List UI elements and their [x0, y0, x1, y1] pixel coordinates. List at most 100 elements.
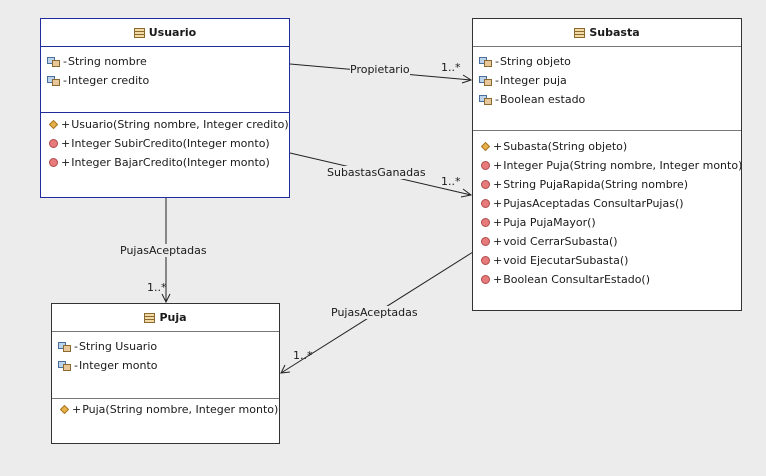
mult-label-subastas-ganadas: 1..* — [441, 175, 461, 188]
assoc-label-usuario-pujas: PujasAceptadas — [120, 244, 207, 257]
visibility-marker: - — [495, 55, 499, 68]
method-icon — [481, 218, 490, 227]
class-subasta-attributes: -String objeto-Integer puja-Boolean esta… — [473, 47, 741, 131]
class-puja-header[interactable]: Puja — [52, 304, 279, 332]
attribute-row[interactable]: -Integer credito — [47, 71, 289, 90]
class-usuario[interactable]: Usuario -String nombre-Integer credito +… — [40, 18, 290, 198]
constructor-icon — [481, 142, 490, 151]
class-subasta-header[interactable]: Subasta — [473, 19, 741, 47]
operation-text: Puja PujaMayor() — [503, 216, 596, 229]
method-icon — [481, 256, 490, 265]
attribute-text: Integer monto — [78, 359, 158, 372]
operation-row[interactable]: +Integer Puja(String nombre, Integer mon… — [481, 156, 743, 175]
constructor-icon — [60, 405, 69, 414]
visibility-marker: - — [495, 74, 499, 87]
operation-row[interactable]: +void CerrarSubasta() — [481, 232, 741, 251]
operation-row[interactable]: +Boolean ConsultarEstado() — [481, 270, 741, 289]
method-icon — [49, 139, 58, 148]
mult-label-propietario: 1..* — [441, 61, 461, 74]
visibility-marker: - — [495, 93, 499, 106]
attribute-text: Boolean estado — [499, 93, 586, 106]
operation-text: Integer SubirCredito(Integer monto) — [71, 137, 270, 150]
visibility-marker: + — [493, 254, 503, 267]
arrowhead-usuario-pujas — [161, 293, 171, 304]
class-icon — [133, 27, 145, 38]
operation-text: String PujaRapida(String nombre) — [503, 178, 689, 191]
attribute-icon — [479, 56, 492, 67]
method-icon — [481, 161, 490, 170]
method-icon — [481, 180, 490, 189]
class-puja-operations: +Puja(String nombre, Integer monto) — [52, 399, 279, 419]
class-usuario-attributes: -String nombre-Integer credito — [41, 47, 289, 113]
attribute-icon — [479, 75, 492, 86]
visibility-marker: - — [63, 74, 67, 87]
operation-text: Usuario(String nombre, Integer credito) — [71, 118, 289, 131]
operation-text: Puja(String nombre, Integer monto) — [82, 403, 279, 416]
operation-row[interactable]: +Integer SubirCredito(Integer monto) — [49, 134, 289, 153]
visibility-marker: - — [74, 340, 78, 353]
attribute-row[interactable]: -Boolean estado — [479, 90, 741, 109]
visibility-marker: + — [493, 273, 503, 286]
visibility-marker: + — [493, 235, 503, 248]
operation-row[interactable]: +Puja(String nombre, Integer monto) — [60, 400, 279, 419]
operation-text: Integer Puja(String nombre, Integer mont… — [503, 159, 743, 172]
visibility-marker: + — [493, 216, 503, 229]
mult-label-subasta-pujas: 1..* — [293, 349, 313, 362]
class-puja[interactable]: Puja -String Usuario-Integer monto +Puja… — [51, 303, 280, 444]
attribute-row[interactable]: -String Usuario — [58, 337, 279, 356]
operation-row[interactable]: +String PujaRapida(String nombre) — [481, 175, 741, 194]
attribute-icon — [479, 94, 492, 105]
class-subasta-name: Subasta — [589, 26, 640, 39]
method-icon — [481, 275, 490, 284]
visibility-marker: + — [72, 403, 82, 416]
attribute-row[interactable]: -String objeto — [479, 52, 741, 71]
operation-row[interactable]: +Subasta(String objeto) — [481, 137, 741, 156]
visibility-marker: - — [63, 55, 67, 68]
attribute-text: String Usuario — [78, 340, 158, 353]
method-icon — [481, 237, 490, 246]
attribute-text: String objeto — [499, 55, 571, 68]
class-subasta[interactable]: Subasta -String objeto-Integer puja-Bool… — [472, 18, 742, 311]
operation-row[interactable]: +Puja PujaMayor() — [481, 213, 741, 232]
visibility-marker: + — [61, 137, 71, 150]
method-icon — [49, 158, 58, 167]
visibility-marker: + — [493, 197, 503, 210]
attribute-row[interactable]: -Integer puja — [479, 71, 741, 90]
attribute-icon — [47, 56, 60, 67]
class-usuario-header[interactable]: Usuario — [41, 19, 289, 47]
visibility-marker: + — [493, 178, 503, 191]
arrowhead-propietario — [461, 74, 473, 84]
operation-row[interactable]: +PujasAceptadas ConsultarPujas() — [481, 194, 741, 213]
operation-text: void EjecutarSubasta() — [503, 254, 629, 267]
operation-row[interactable]: +Usuario(String nombre, Integer credito) — [49, 115, 289, 134]
visibility-marker: + — [61, 118, 71, 131]
attribute-text: String nombre — [67, 55, 147, 68]
operation-text: Subasta(String objeto) — [503, 140, 628, 153]
attribute-row[interactable]: -String nombre — [47, 52, 289, 71]
attribute-row[interactable]: -Integer monto — [58, 356, 279, 375]
operation-text: Boolean ConsultarEstado() — [503, 273, 651, 286]
class-subasta-operations: +Subasta(String objeto)+Integer Puja(Str… — [473, 131, 743, 289]
attribute-text: Integer credito — [67, 74, 150, 87]
method-icon — [481, 199, 490, 208]
visibility-marker: + — [493, 159, 503, 172]
constructor-icon — [49, 120, 58, 129]
arrowhead-subasta-pujas — [280, 364, 291, 374]
operation-text: void CerrarSubasta() — [503, 235, 618, 248]
mult-label-usuario-pujas: 1..* — [147, 281, 167, 294]
class-puja-name: Puja — [159, 311, 187, 324]
visibility-marker: + — [61, 156, 71, 169]
visibility-marker: + — [493, 140, 503, 153]
arrowhead-subastas-ganadas — [460, 188, 473, 198]
visibility-marker: - — [74, 359, 78, 372]
class-icon — [574, 27, 586, 38]
operation-text: PujasAceptadas ConsultarPujas() — [503, 197, 684, 210]
class-usuario-name: Usuario — [148, 26, 197, 39]
class-icon — [144, 312, 156, 323]
operation-row[interactable]: +Integer BajarCredito(Integer monto) — [49, 153, 289, 172]
attribute-icon — [58, 360, 71, 371]
attribute-text: Integer puja — [499, 74, 567, 87]
operation-row[interactable]: +void EjecutarSubasta() — [481, 251, 741, 270]
operation-text: Integer BajarCredito(Integer monto) — [71, 156, 270, 169]
assoc-label-subastas-ganadas: SubastasGanadas — [327, 166, 426, 179]
